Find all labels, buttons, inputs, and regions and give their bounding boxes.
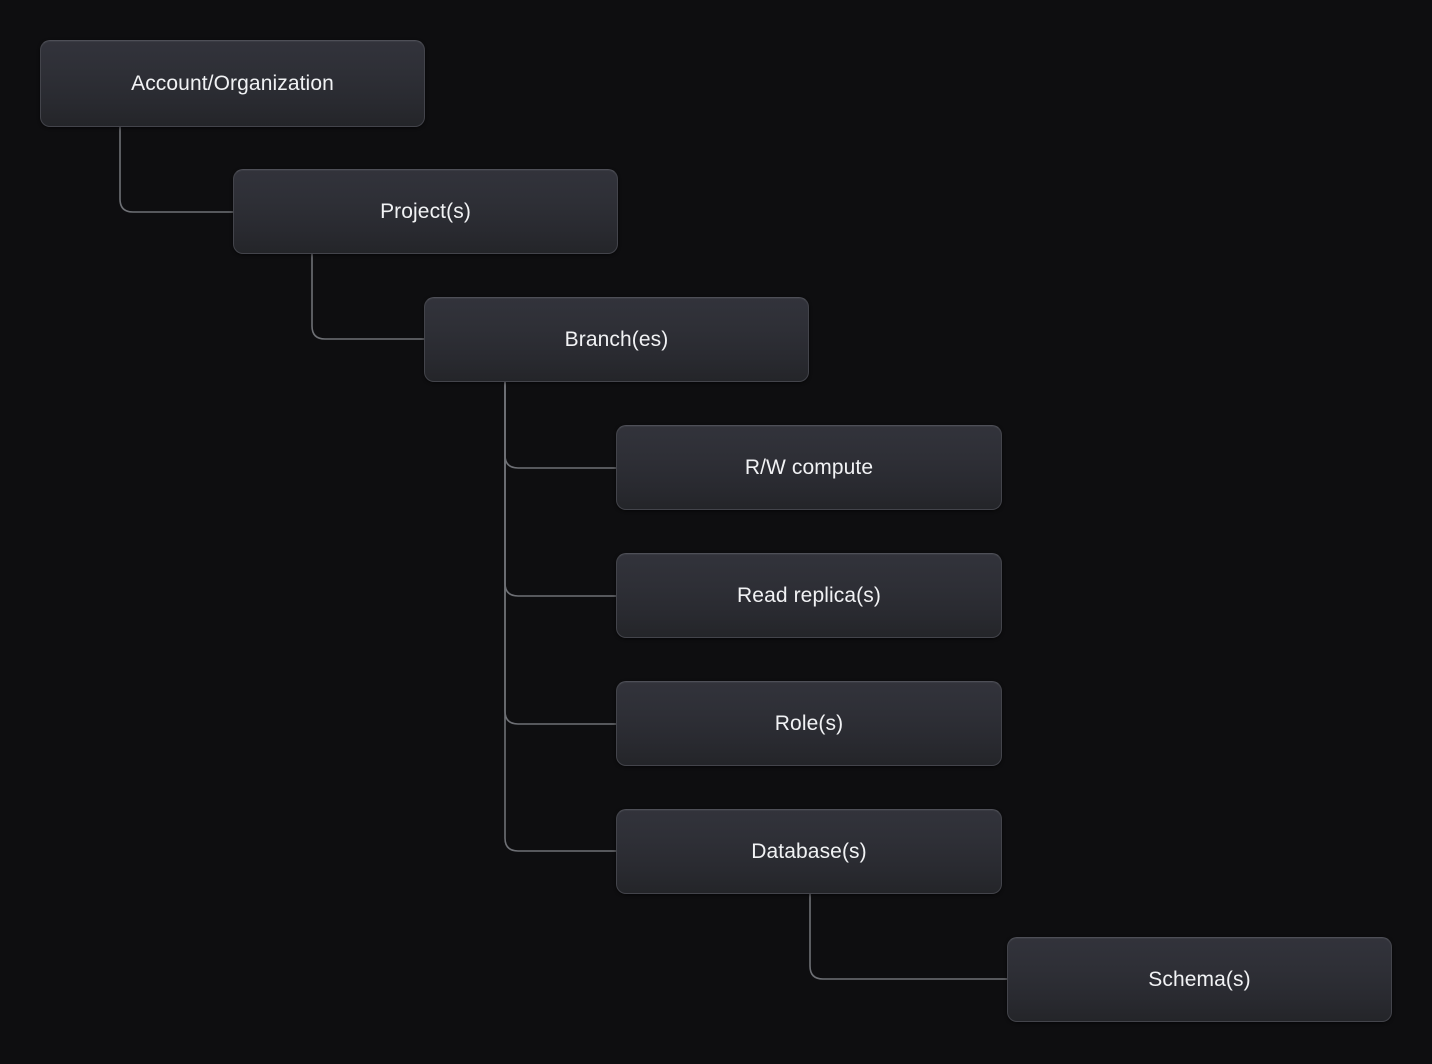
node-label-schema: Schema(s) xyxy=(1148,968,1251,991)
connector-branch-to-rw-compute xyxy=(504,381,617,469)
node-database[interactable]: Database(s) xyxy=(616,809,1002,894)
node-label-project: Project(s) xyxy=(380,200,471,223)
node-label-database: Database(s) xyxy=(751,840,867,863)
connector-branch-to-database xyxy=(504,381,617,852)
node-role[interactable]: Role(s) xyxy=(616,681,1002,766)
connector-branch-to-role xyxy=(504,381,617,725)
connector-branch-to-read-replica xyxy=(504,381,617,597)
connector-database-to-schema xyxy=(809,893,1008,980)
node-label-role: Role(s) xyxy=(774,712,844,735)
node-rw-compute[interactable]: R/W compute xyxy=(616,425,1002,510)
node-schema[interactable]: Schema(s) xyxy=(1007,937,1392,1022)
connector-project-to-branch xyxy=(311,253,425,340)
node-branch[interactable]: Branch(es) xyxy=(424,297,809,382)
node-label-account: Account/Organization xyxy=(131,72,334,95)
node-label-branch: Branch(es) xyxy=(564,328,669,351)
node-project[interactable]: Project(s) xyxy=(233,169,618,254)
connector-account-to-project xyxy=(119,126,234,213)
node-read-replica[interactable]: Read replica(s) xyxy=(616,553,1002,638)
node-label-read-replica: Read replica(s) xyxy=(737,584,881,607)
node-label-rw-compute: R/W compute xyxy=(744,456,874,479)
node-account[interactable]: Account/Organization xyxy=(40,40,425,127)
